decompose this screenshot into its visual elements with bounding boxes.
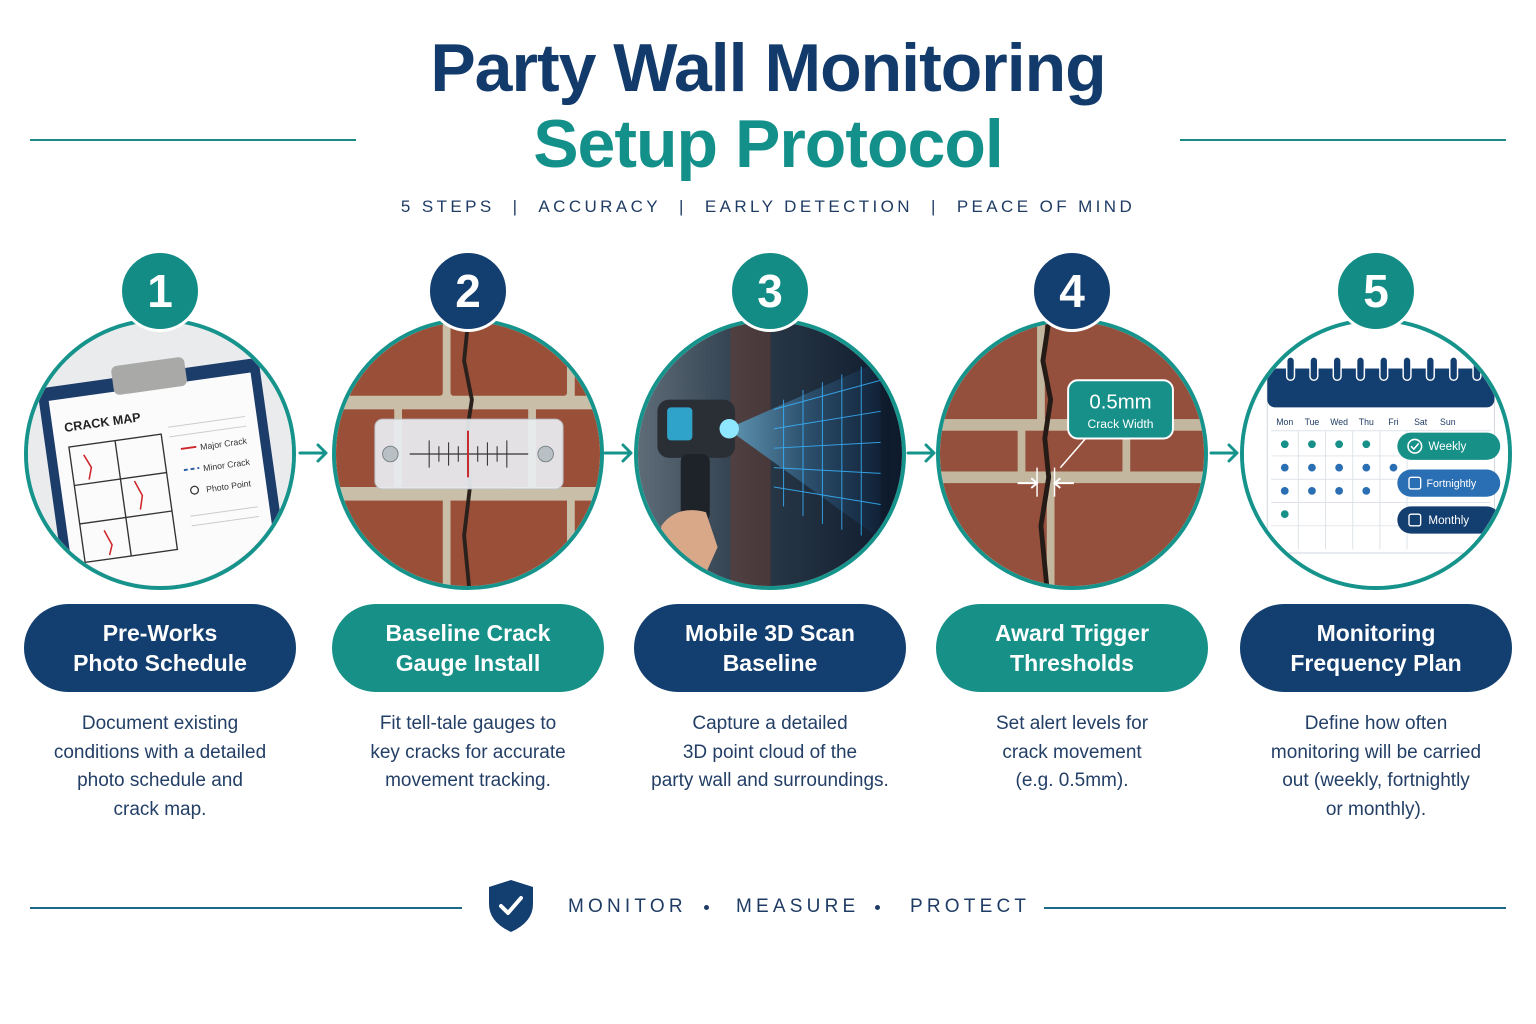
day-label: Thu — [1359, 417, 1374, 427]
page-subtitle: Setup Protocol — [533, 106, 1004, 182]
step-image: CRACK MAP Major Crack Minor Crack Photo … — [24, 318, 296, 590]
step-title-line: Photo Schedule — [73, 650, 247, 676]
page-title: Party Wall Monitoring — [430, 30, 1106, 106]
footer-rule-left — [30, 907, 462, 909]
step-title-pill: Mobile 3D Scan Baseline — [634, 604, 906, 692]
description-line: Document existing — [81, 713, 239, 734]
step-title-line: Mobile 3D Scan — [685, 620, 855, 646]
tagline-separator: | — [930, 197, 939, 216]
day-label: Sun — [1440, 417, 1456, 427]
day-label: Mon — [1276, 417, 1293, 427]
step-title-pill: Baseline Crack Gauge Install — [332, 604, 604, 692]
step-number-badge: 3 — [729, 250, 811, 332]
step-title-line: Monitoring — [1316, 620, 1436, 646]
clipboard-crack-map-icon: CRACK MAP Major Crack Minor Crack Photo … — [28, 322, 292, 586]
description-line: 3D point cloud of the — [682, 741, 858, 763]
description-line: movement tracking. — [385, 770, 551, 791]
tagline: 5 STEPS | ACCURACY | EARLY DETECTION | PEACE O… — [0, 197, 1536, 217]
calendar-icon: Mon Tue Wed Thu Fri Sat Sun Weekly — [1244, 322, 1508, 586]
step-image: 0.5mm Crack Width — [936, 318, 1208, 590]
description-line: crack movement — [1002, 741, 1142, 763]
step-number-badge: 5 — [1335, 250, 1417, 332]
3d-scanner-icon — [638, 322, 902, 586]
description-line: (e.g. 0.5mm). — [1015, 770, 1129, 791]
step-title-pill: Pre-Works Photo Schedule — [24, 604, 296, 692]
day-label: Fri — [1388, 417, 1398, 427]
footer-dot — [875, 905, 880, 910]
step-title-line: Frequency Plan — [1290, 650, 1462, 676]
crack-width-value: 0.5mm — [1089, 391, 1151, 413]
arrow-right-icon — [1209, 443, 1239, 463]
description-line: key cracks for accurate — [370, 741, 566, 763]
step-title-line: Thresholds — [1010, 650, 1134, 676]
day-label: Tue — [1305, 417, 1320, 427]
tagline-separator: | — [512, 197, 521, 216]
step-title-line: Award Trigger — [994, 620, 1150, 646]
step-number-badge: 2 — [427, 250, 509, 332]
step-description: Set alert levels for crack movement (e.g… — [922, 710, 1222, 796]
step-description: Define how often monitoring will be carr… — [1226, 710, 1526, 824]
step-description: Document existing conditions with a deta… — [10, 710, 310, 824]
step-number-badge: 4 — [1031, 250, 1113, 332]
step-description: Capture a detailed 3D point cloud of the… — [620, 710, 920, 796]
description-line: crack map. — [113, 798, 207, 820]
description-line: conditions with a detailed — [53, 741, 267, 763]
shield-check-icon — [489, 880, 533, 932]
crack-width-label: Crack Width — [1088, 417, 1154, 431]
step-image — [634, 318, 906, 590]
description-line: or monthly). — [1325, 798, 1427, 820]
footer-word-monitor: MONITOR — [568, 896, 687, 917]
footer-rule-right — [1044, 907, 1506, 909]
description-line: photo schedule and — [77, 770, 243, 791]
tagline-separator: | — [679, 197, 687, 216]
footer-word-measure: MEASURE — [736, 896, 860, 917]
day-label: Sat — [1414, 417, 1428, 427]
description-line: Capture a detailed — [692, 713, 848, 734]
step-title-line: Pre-Works — [102, 620, 218, 646]
step-number-badge: 1 — [119, 250, 201, 332]
step-title-line: Baseline Crack — [385, 620, 551, 646]
arrow-right-icon — [603, 443, 633, 463]
step-description: Fit tell-tale gauges to key cracks for a… — [318, 710, 618, 796]
crack-width-icon: 0.5mm Crack Width — [940, 322, 1204, 586]
frequency-weekly: Weekly — [1428, 440, 1466, 453]
description-line: Define how often — [1304, 713, 1448, 734]
step-image: Mon Tue Wed Thu Fri Sat Sun Weekly — [1240, 318, 1512, 590]
step-image — [332, 318, 604, 590]
description-line: Set alert levels for — [995, 713, 1149, 734]
footer-word-protect: PROTECT — [910, 896, 1031, 917]
frequency-monthly: Monthly — [1428, 514, 1469, 527]
description-line: out (weekly, fortnightly — [1282, 770, 1470, 791]
tagline-item: ACCURACY — [538, 197, 662, 216]
footer-dot — [704, 905, 709, 910]
description-line: monitoring will be carried — [1270, 741, 1482, 763]
step-title-line: Baseline — [722, 650, 818, 676]
description-line: Fit tell-tale gauges to — [379, 713, 557, 734]
arrow-right-icon — [906, 443, 936, 463]
tagline-item: 5 STEPS — [400, 197, 495, 216]
arrow-right-icon — [298, 443, 328, 463]
tagline-item: PEACE OF MIND — [956, 197, 1136, 216]
tagline-item: EARLY DETECTION — [704, 197, 913, 216]
step-title-pill: Award Trigger Thresholds — [936, 604, 1208, 692]
frequency-fortnightly: Fortnightly — [1426, 478, 1476, 490]
title-rule-left — [30, 139, 356, 141]
tell-tale-gauge-icon — [336, 322, 600, 586]
step-title-line: Gauge Install — [395, 650, 541, 676]
title-rule-right — [1180, 139, 1506, 141]
step-title-pill: Monitoring Frequency Plan — [1240, 604, 1512, 692]
day-label: Wed — [1330, 417, 1348, 427]
description-line: party wall and surroundings. — [651, 770, 889, 791]
